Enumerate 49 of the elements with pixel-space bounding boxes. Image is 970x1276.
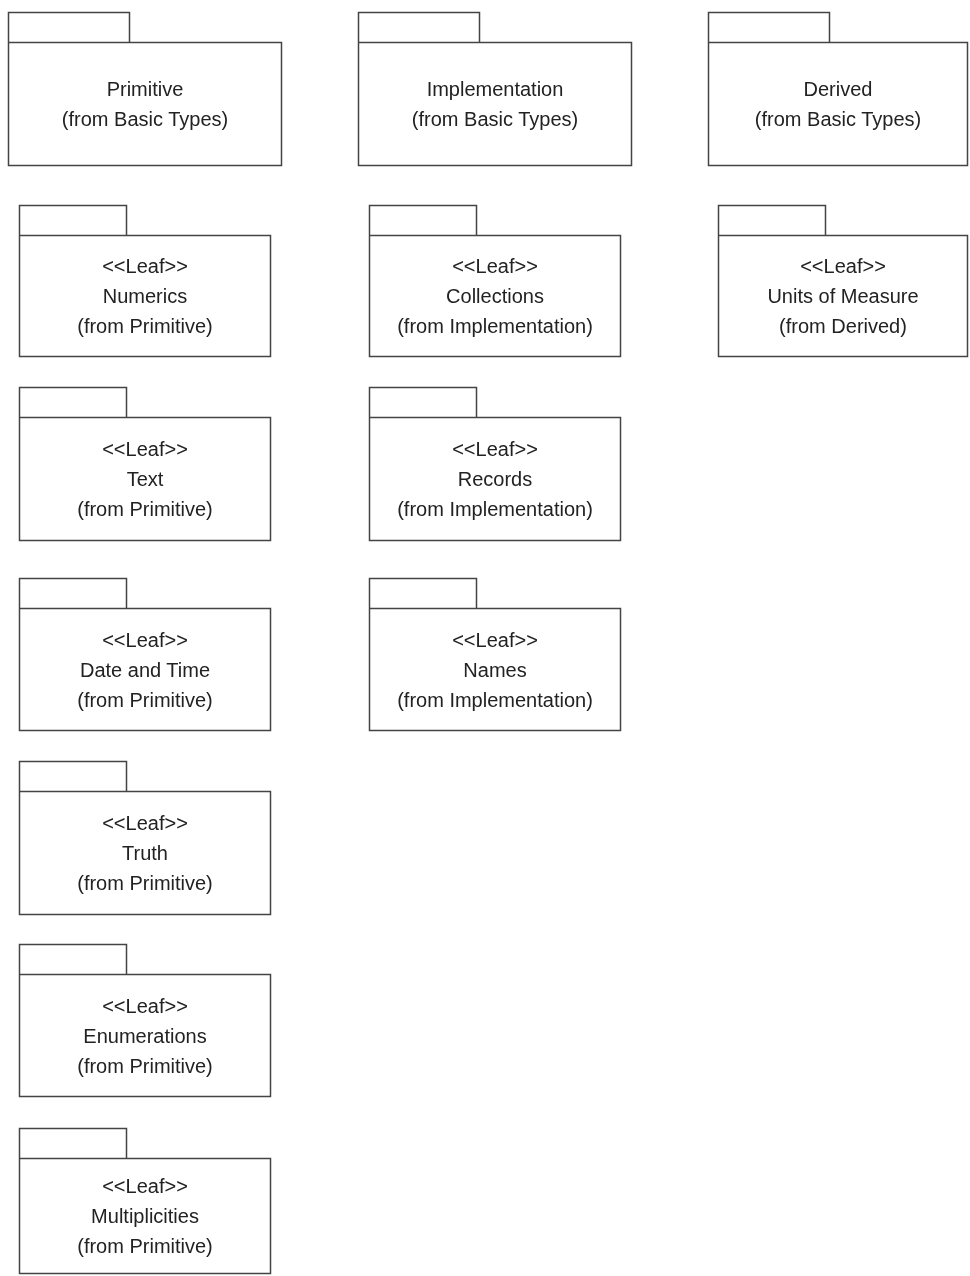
package-label: <<Leaf>> — [102, 811, 188, 836]
package-label: (from Primitive) — [77, 871, 213, 896]
uml-package — [19, 761, 271, 915]
uml-package — [369, 578, 621, 731]
package-label: <<Leaf>> — [452, 254, 538, 279]
uml-package — [369, 387, 621, 541]
package-label: <<Leaf>> — [452, 437, 538, 462]
package-label: (from Implementation) — [397, 687, 593, 713]
package-label: (from Basic Types) — [61, 107, 229, 132]
package-label: Numerics — [102, 284, 188, 309]
package-label: <<Leaf>> — [452, 627, 538, 653]
package-label: Text — [126, 467, 164, 492]
package-label: Names — [463, 657, 527, 683]
package-label: Date and Time — [79, 657, 211, 683]
package-label: <<Leaf>> — [800, 254, 886, 279]
uml-package — [358, 12, 632, 166]
package-label: (from Primitive) — [77, 687, 213, 713]
uml-package — [19, 387, 271, 541]
package-label: (from Primitive) — [77, 1053, 213, 1079]
package-label: (from Implementation) — [397, 497, 593, 522]
package-label: <<Leaf>> — [102, 1174, 188, 1199]
package-label: Implementation — [426, 77, 564, 102]
uml-package — [369, 205, 621, 357]
package-label: <<Leaf>> — [102, 993, 188, 1019]
package-label: <<Leaf>> — [102, 437, 188, 462]
package-label: Truth — [122, 841, 168, 866]
package-label: (from Primitive) — [77, 1234, 213, 1259]
package-label: (from Implementation) — [397, 314, 593, 339]
package-label: (from Derived) — [779, 314, 907, 339]
package-label: Derived — [803, 77, 873, 102]
package-label: Enumerations — [83, 1023, 207, 1049]
package-label: Units of Measure — [767, 284, 919, 309]
uml-package — [718, 205, 968, 357]
package-label: (from Primitive) — [77, 314, 213, 339]
uml-package — [19, 1128, 271, 1274]
package-label: Collections — [446, 284, 544, 309]
package-label: (from Primitive) — [77, 497, 213, 522]
uml-package — [708, 12, 968, 166]
package-label: Records — [457, 467, 533, 492]
package-label: (from Basic Types) — [754, 107, 922, 132]
package-label: Multiplicities — [91, 1204, 199, 1229]
package-label: (from Basic Types) — [411, 107, 579, 132]
uml-package — [19, 578, 271, 731]
uml-package — [19, 944, 271, 1097]
uml-package — [19, 205, 271, 357]
uml-package — [8, 12, 282, 166]
package-label: <<Leaf>> — [102, 254, 188, 279]
package-label: <<Leaf>> — [102, 627, 188, 653]
package-label: Primitive — [106, 77, 184, 102]
